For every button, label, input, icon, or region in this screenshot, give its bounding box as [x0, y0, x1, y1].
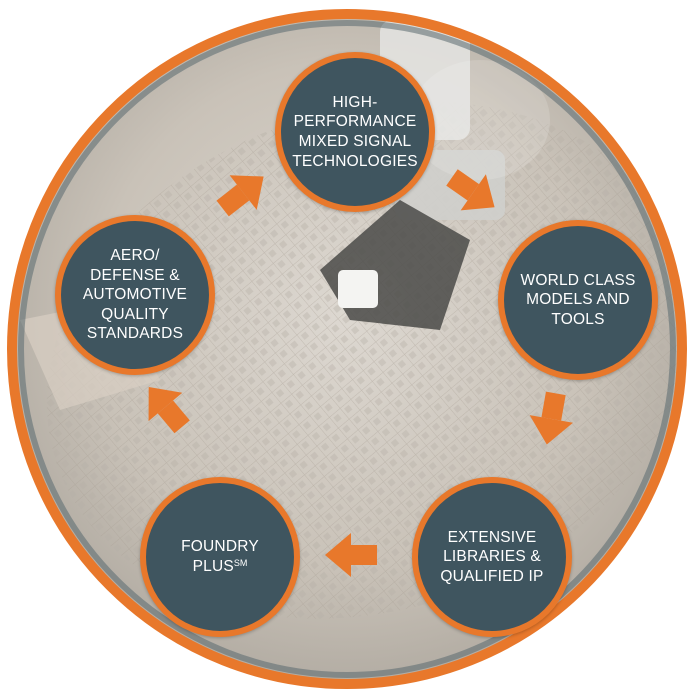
arrow-down-icon	[529, 391, 573, 445]
node-world-class: WORLD CLASS MODELS AND TOOLS	[498, 220, 658, 380]
node-label: FOUNDRY PLUSSM	[175, 537, 265, 576]
node-label: EXTENSIVE LIBRARIES & QUALIFIED IP	[440, 528, 544, 585]
arrow-right-down-icon	[446, 169, 495, 211]
service-mark: SM	[233, 558, 248, 568]
node-foundry-plus: FOUNDRY PLUSSM	[140, 477, 300, 637]
node-extensive-libraries: EXTENSIVE LIBRARIES & QUALIFIED IP	[412, 477, 572, 637]
arrow-left-icon	[325, 533, 377, 577]
arrow-up-right-icon	[216, 175, 264, 217]
node-aero-defense: AERO/ DEFENSE & AUTOMOTIVE QUALITY STAND…	[55, 215, 215, 375]
node-high-performance: HIGH- PERFORMANCE MIXED SIGNAL TECHNOLOG…	[275, 52, 435, 212]
arrow-up-left-icon	[148, 387, 190, 434]
node-label: HIGH- PERFORMANCE MIXED SIGNAL TECHNOLOG…	[292, 93, 418, 170]
node-label-main: FOUNDRY PLUS	[181, 538, 259, 575]
node-label: WORLD CLASS MODELS AND TOOLS	[520, 271, 636, 328]
node-label: AERO/ DEFENSE & AUTOMOTIVE QUALITY STAND…	[82, 247, 188, 343]
